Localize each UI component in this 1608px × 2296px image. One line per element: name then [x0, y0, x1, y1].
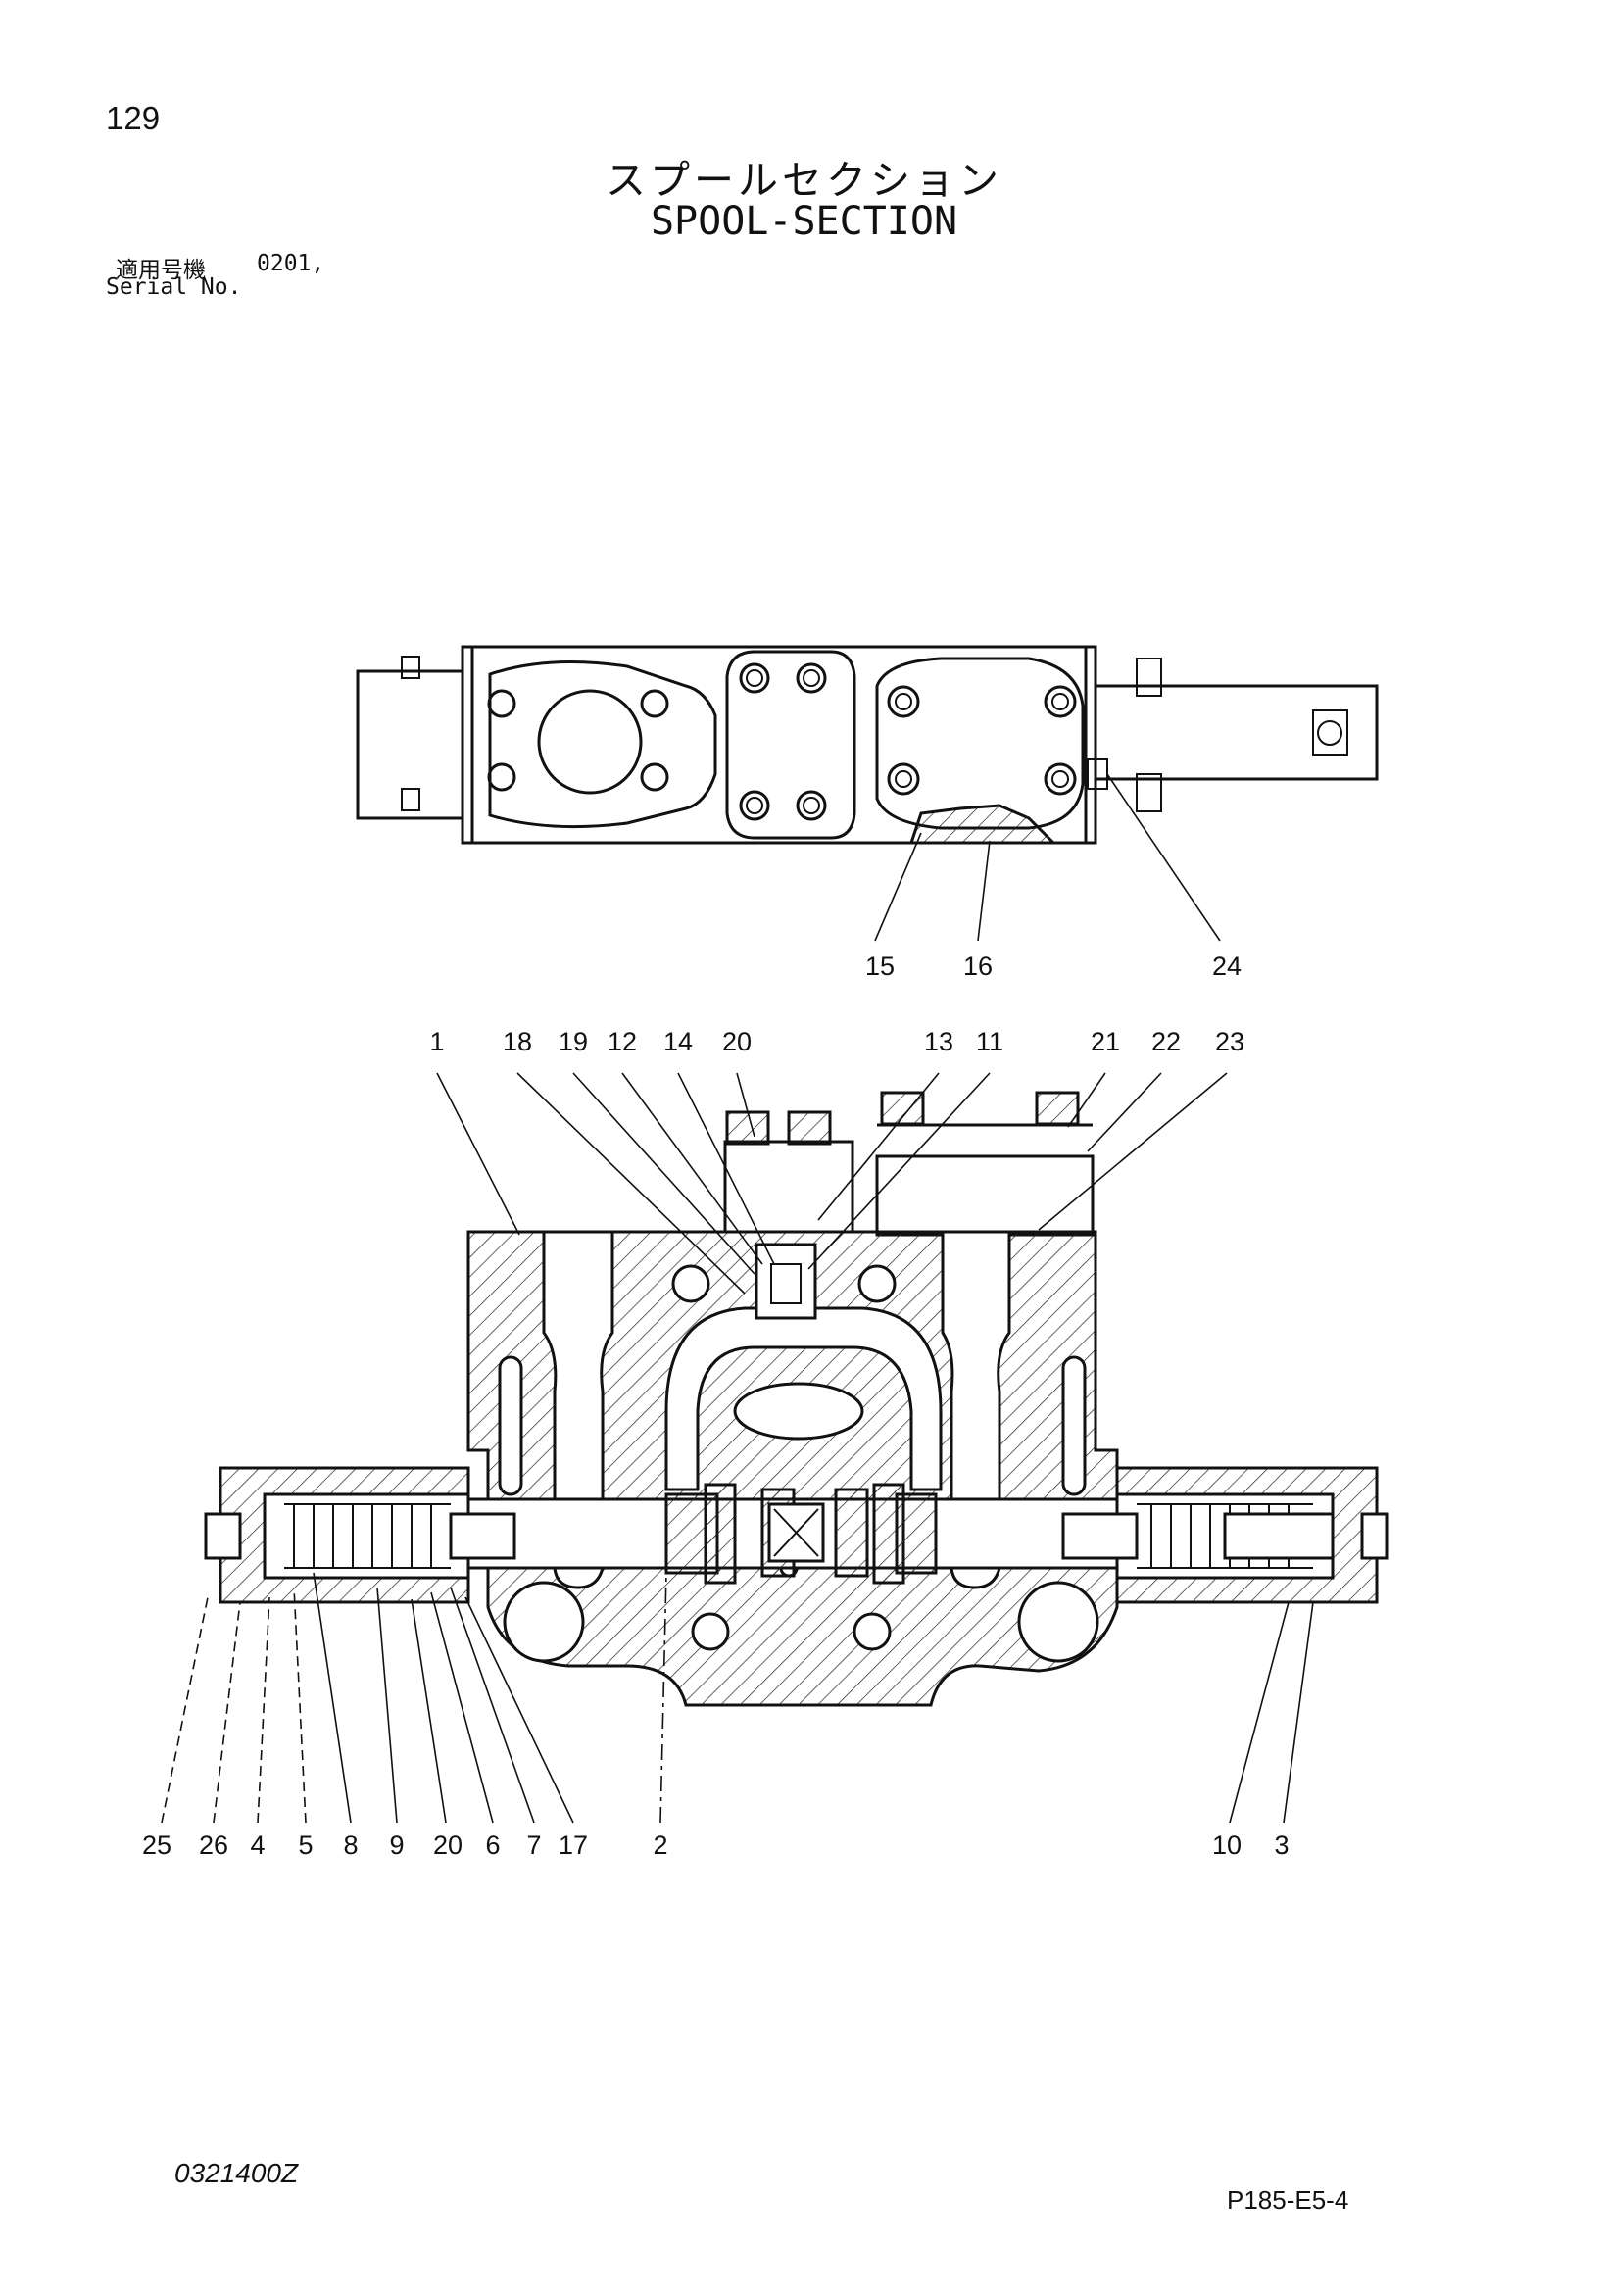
callout-25: 25 [142, 1831, 171, 1860]
callout-22: 22 [1151, 1027, 1181, 1056]
callout-23: 23 [1215, 1027, 1244, 1056]
serial-label-english: Serial No. [106, 274, 242, 300]
top-view-callouts: 15 16 24 [865, 952, 1242, 981]
callout-11: 11 [976, 1027, 1003, 1056]
callout-1: 1 [429, 1027, 444, 1056]
callout-24: 24 [1212, 952, 1242, 981]
callout-14: 14 [663, 1027, 693, 1056]
callout-6: 6 [485, 1831, 500, 1860]
callout-20-bottom: 20 [433, 1831, 463, 1860]
page-number: 129 [106, 100, 161, 136]
drawing-code: 0321400Z [174, 2158, 299, 2188]
callout-15: 15 [865, 952, 895, 981]
callout-26: 26 [199, 1831, 228, 1860]
serial-label-japanese: 適用号機 [116, 258, 206, 283]
page-title-english: SPOOL-SECTION [650, 199, 958, 244]
callout-2: 2 [653, 1831, 667, 1860]
callout-21: 21 [1091, 1027, 1120, 1056]
page-title-japanese: スプールセクション [606, 157, 1002, 204]
callout-8: 8 [343, 1831, 358, 1860]
callout-5: 5 [298, 1831, 313, 1860]
section-bottom-callouts: 25 26 4 5 8 9 20 6 7 17 2 10 3 [142, 1831, 1290, 1860]
top-view [356, 645, 1379, 942]
page-code: P185-E5-4 [1227, 2185, 1349, 2215]
callout-4: 4 [250, 1831, 265, 1860]
callout-17: 17 [559, 1831, 588, 1860]
callout-3: 3 [1274, 1831, 1289, 1860]
callout-16: 16 [963, 952, 993, 981]
serial-value: 0201, [257, 251, 325, 276]
section-view [204, 1091, 1389, 1707]
callout-10: 10 [1212, 1831, 1242, 1860]
callout-13: 13 [924, 1027, 953, 1056]
callout-12: 12 [608, 1027, 637, 1056]
section-top-callouts: 1 18 19 12 14 20 13 11 21 22 23 [429, 1027, 1244, 1056]
callout-9: 9 [389, 1831, 404, 1860]
callout-19: 19 [559, 1027, 588, 1056]
callout-18: 18 [503, 1027, 532, 1056]
callout-7: 7 [526, 1831, 541, 1860]
section-leader-lines [161, 1072, 1314, 1824]
callout-20-top: 20 [722, 1027, 752, 1056]
